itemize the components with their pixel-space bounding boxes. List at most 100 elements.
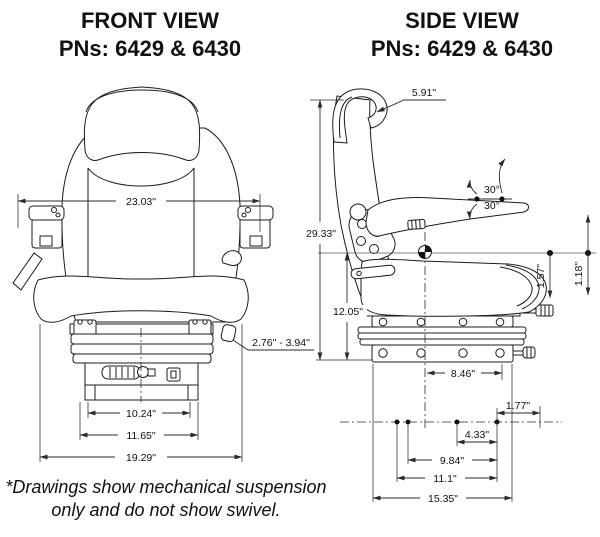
plate-hole — [378, 348, 388, 358]
armrest-left-bolt — [51, 207, 57, 213]
dim-armrest-angles: 30° 30° — [466, 158, 512, 220]
suspension-rib — [70, 343, 214, 355]
mounting-hole-pattern — [340, 419, 562, 425]
side-headrest-seam — [338, 96, 353, 139]
footnote-line-2: only and do not show swivel. — [51, 500, 280, 520]
dim-side-overall-height: 29.33" — [306, 99, 372, 361]
angle-arc-large — [498, 158, 506, 194]
dim-front-mount-outer: 11.65" — [79, 402, 199, 442]
pivot-dot — [499, 196, 505, 202]
suspension-rib — [357, 332, 527, 340]
handle-grip-ridges — [109, 367, 135, 378]
suspension-rib — [359, 338, 525, 346]
rail-clamp-left — [73, 319, 97, 337]
adjuster-button — [166, 367, 181, 382]
lever-body — [350, 264, 396, 280]
dim-hole-spacing-small: 4.33" — [456, 424, 498, 446]
suspension-top-plate — [371, 315, 514, 328]
base-knob — [522, 346, 536, 359]
cushion-contour — [505, 264, 540, 310]
lever-pin — [356, 270, 362, 277]
side-headrest-outline — [332, 88, 388, 144]
armrest-left — [28, 205, 65, 249]
dim-side-seat-height: 12.05" — [329, 252, 367, 361]
footnote-line-1: *Drawings show mechanical suspension — [5, 477, 326, 497]
dim-hole-spacing-mid: 9.84" — [407, 424, 498, 467]
pan-knob-ridges — [540, 305, 550, 316]
dim-side-rail-length: 8.46" — [426, 364, 503, 380]
dimension-label: 12.05" — [333, 306, 363, 318]
handle-stub — [147, 368, 156, 377]
angle-arc-down — [466, 203, 478, 220]
side-view-title: SIDE VIEW — [405, 8, 519, 33]
dimension-label: 8.46" — [451, 368, 475, 380]
plate-hole — [378, 317, 388, 327]
armrest-left-body — [31, 217, 63, 249]
armrest-right-bolt — [245, 207, 251, 213]
plate-hole — [416, 317, 426, 327]
extension-line — [310, 99, 372, 361]
armrest-right-bolt — [241, 212, 247, 218]
side-seat-cushion — [360, 258, 547, 317]
suspension-rib — [70, 333, 214, 345]
label-mask — [329, 305, 367, 318]
suspension-bottom-plate — [371, 344, 514, 363]
tension-handle — [101, 365, 156, 380]
plate-hole — [495, 317, 505, 327]
seat-cushion — [33, 275, 249, 323]
headrest-outline — [83, 86, 201, 161]
centroid-quadrant — [425, 245, 432, 252]
lever-right — [221, 250, 242, 266]
front-view-drawing — [12, 86, 274, 402]
angle-arc-up — [466, 179, 478, 195]
dimension-label: 4.33" — [465, 429, 489, 441]
pivot-dot — [474, 196, 480, 202]
dimension-label: 30° — [484, 184, 500, 196]
headrest-piping-seam — [85, 89, 199, 113]
extension-line — [496, 406, 541, 482]
dimension-label: 2.76" - 3.94" — [252, 337, 310, 349]
recline-knob — [349, 203, 367, 221]
dimension-label: 23.03" — [126, 196, 156, 208]
pivot-plate-hole — [357, 219, 367, 229]
base-knob-body — [522, 346, 536, 359]
side-armrest-arm — [365, 197, 529, 237]
dim-ride-travel-up: 1.57" — [535, 250, 553, 299]
mounting-hole-dot — [454, 419, 460, 425]
dimension-label: 1.77" — [506, 400, 530, 412]
clamp-bolt — [192, 319, 198, 325]
button-inner — [170, 370, 177, 379]
lever-left — [12, 252, 43, 291]
dim-side-headrest: 5.91" — [376, 87, 446, 113]
side-view-part-numbers: PNs: 6429 & 6430 — [371, 36, 553, 61]
extension-line — [39, 324, 243, 462]
front-view-title: FRONT VIEW — [81, 8, 219, 33]
centroid-quadrant — [418, 252, 425, 259]
handle-joint — [137, 366, 149, 378]
leader-line — [232, 339, 314, 351]
suspension-rib — [72, 353, 212, 364]
base-knob-rod — [512, 350, 525, 356]
clamp-bolt — [87, 319, 93, 325]
dimension-label: 10.24" — [126, 408, 156, 420]
dim-front-suspension-range: 2.76" - 3.94" — [232, 337, 314, 351]
base-box-inner-lines — [85, 384, 198, 400]
recline-lever — [350, 264, 396, 280]
pivot-plate-hole — [356, 236, 366, 246]
dimension-label: 30° — [484, 200, 500, 212]
dimension-label: 9.84" — [440, 455, 464, 467]
dimension-label: 29.33" — [306, 228, 336, 240]
plate-hole — [495, 348, 505, 358]
backrest-inner-seam — [87, 167, 195, 187]
plate-hole — [416, 348, 426, 358]
armrest-grip — [407, 219, 426, 230]
dimension-label: 11.65" — [126, 430, 155, 442]
mounting-hole-dot — [405, 419, 411, 425]
cushion-contour — [499, 266, 533, 307]
pivot-plate-hole — [369, 244, 379, 254]
clamp-bolt — [202, 319, 208, 325]
dimension-label: 1.18" — [573, 262, 585, 286]
dimension-label: 15.35" — [428, 493, 458, 505]
